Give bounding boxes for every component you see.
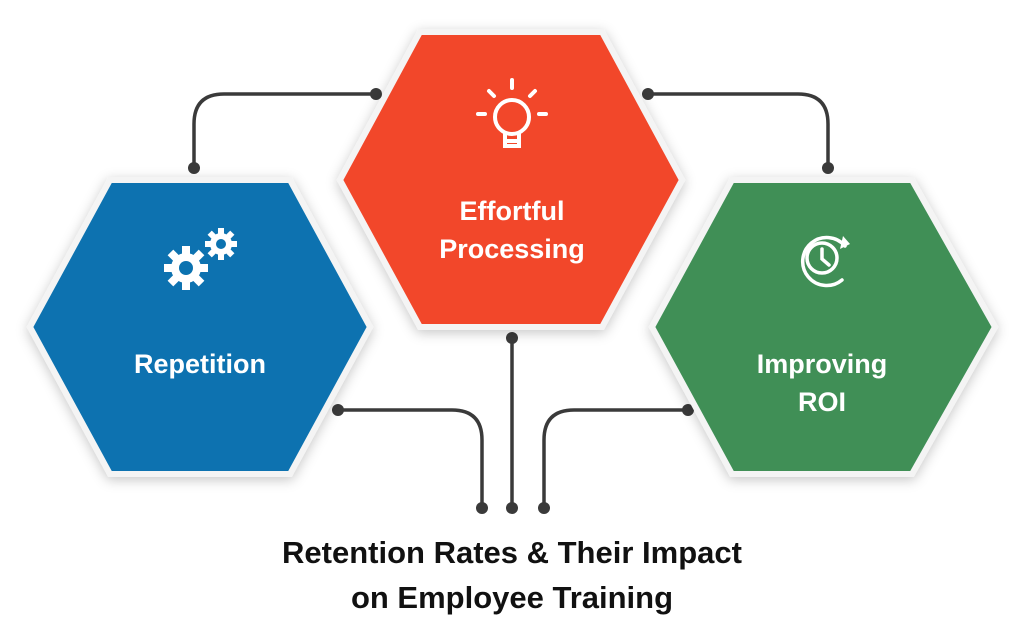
connectors <box>192 92 830 508</box>
connector-roi-title <box>542 408 688 508</box>
node-label-roi-line2: ROI <box>797 387 846 417</box>
node-label-repetition: Repetition <box>134 349 266 379</box>
diagram-title: Retention Rates & Their Impact on Employ… <box>0 530 1024 620</box>
lightbulb-icon <box>476 78 548 148</box>
connector-repetition-title <box>338 408 484 508</box>
connector-dots <box>188 88 834 514</box>
node-label-processing-line2: Processing <box>439 234 585 264</box>
title-line2: on Employee Training <box>350 580 674 615</box>
node-label-roi: Improving ROI <box>722 345 922 421</box>
node-label-roi-line1: Improving <box>756 349 888 379</box>
connector-repetition-processing <box>192 92 376 168</box>
hexagon-processing <box>336 29 686 330</box>
node-label-processing-line1: Effortful <box>459 196 565 226</box>
title-line1: Retention Rates & Their Impact <box>282 535 742 570</box>
node-label-processing: Effortful Processing <box>412 192 612 268</box>
hexagon-roi <box>648 177 999 477</box>
hexagon-repetition <box>26 177 374 477</box>
connector-processing-roi <box>648 92 830 168</box>
gears-icon <box>164 228 237 290</box>
clock-refresh-icon <box>801 235 850 288</box>
